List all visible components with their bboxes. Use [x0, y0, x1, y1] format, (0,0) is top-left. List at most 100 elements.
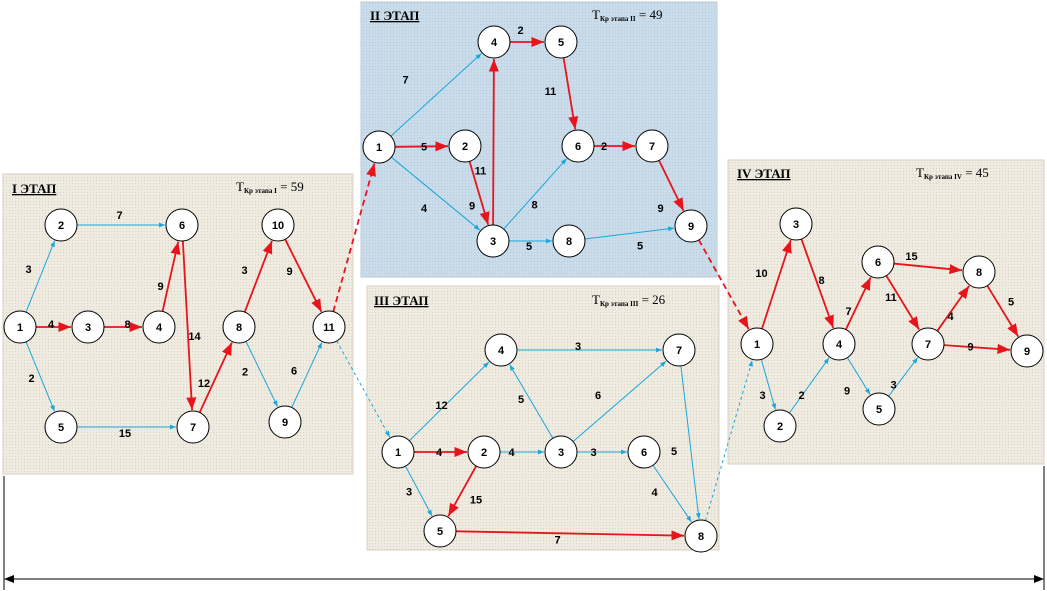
s3-node-label-2: 2 [481, 447, 487, 459]
s1-node-11 [312, 310, 346, 344]
s4-node-4 [822, 327, 856, 361]
s4-node-6 [861, 245, 895, 279]
s4-edge-weight-4-5: 9 [844, 386, 850, 398]
s3-edge-weight-1-5: 3 [406, 487, 412, 499]
s4-edge-weight-2-4: 2 [798, 390, 804, 402]
s3-edge-weight-1-2: 4 [436, 447, 443, 459]
s1-node-label-10: 10 [272, 220, 284, 232]
s3-node-2 [467, 435, 501, 469]
s4-node-label-9: 9 [1024, 346, 1030, 358]
s4-node-label-1: 1 [754, 339, 760, 351]
s4-node-label-4: 4 [836, 339, 843, 351]
s3-edge-2-5 [447, 465, 478, 517]
s4-node-label-6: 6 [875, 257, 881, 269]
s1-edge-weight-6-7: 14 [188, 331, 201, 343]
s2-node-4 [477, 25, 511, 59]
s2-edge-8-9 [584, 226, 675, 240]
s3-node-6 [627, 435, 661, 469]
s4-edge-weight-8-9: 5 [1008, 297, 1014, 309]
s4-edge-weight-5-7: 3 [890, 380, 896, 392]
s4-node-8 [962, 255, 996, 289]
s3-edge-3-4 [509, 364, 554, 439]
s4-edge-5-7 [888, 357, 919, 397]
s2-node-label-4: 4 [491, 37, 498, 49]
s2-node-label-1: 1 [376, 142, 382, 154]
s2-node-8 [552, 224, 586, 258]
stage-link-s3-8-to-s4-1 [704, 360, 753, 521]
s4-edge-2-4 [788, 357, 830, 414]
s3-node-label-7: 7 [676, 345, 682, 357]
s1-node-label-2: 2 [58, 220, 64, 232]
s3-edge-5-8 [455, 530, 685, 541]
s2-edge-weight-2-3: 9 [469, 201, 475, 213]
s2-edge-weight-3-6: 8 [531, 200, 537, 212]
stage-title-s4: IV ЭТАП [737, 166, 790, 181]
s3-node-4 [484, 333, 518, 367]
s1-edge-weight-1-5: 2 [28, 373, 34, 385]
s2-edge-weight-5-6: 11 [545, 86, 557, 98]
s1-edge-weight-5-7: 15 [119, 428, 131, 440]
s3-edge-weight-2-5: 15 [470, 495, 482, 507]
s3-node-8 [684, 519, 718, 553]
s4-edge-4-6 [845, 276, 872, 330]
s2-edge-1-4 [390, 53, 482, 137]
s4-edge-7-9 [943, 343, 1011, 354]
s3-edge-7-8 [680, 365, 701, 520]
s1-node-label-11: 11 [323, 322, 335, 334]
stage-link-s2-9-to-s4-1 [698, 239, 750, 330]
s2-edge-1-3 [391, 156, 481, 231]
s2-edge-weight-1-2: 5 [421, 142, 427, 154]
s4-edge-7-8 [936, 285, 970, 332]
s1-edge-8-10 [243, 240, 273, 313]
s3-node-label-1: 1 [395, 447, 401, 459]
s1-node-label-7: 7 [190, 422, 196, 434]
s4-edge-1-2 [760, 359, 777, 410]
s1-edge-8-9 [245, 341, 279, 407]
stage-title-s2: II ЭТАП [370, 8, 419, 23]
s1-node-1 [3, 310, 37, 344]
s3-edge-1-5 [405, 465, 433, 517]
s4-edge-weight-7-9: 9 [967, 342, 973, 354]
s2-edge-7-9 [658, 159, 685, 212]
s2-node-2 [448, 129, 482, 163]
s3-edge-weight-7-8: 5 [671, 446, 677, 458]
s3-node-1 [381, 435, 415, 469]
s3-node-label-8: 8 [698, 531, 704, 543]
s4-node-3 [779, 207, 813, 241]
timeline-arrow-right-head [1034, 575, 1044, 583]
stage-panel-s3 [366, 285, 720, 551]
s1-node-label-6: 6 [179, 220, 185, 232]
s1-node-2 [44, 208, 78, 242]
s1-node-3 [71, 310, 105, 344]
stage-title-s3: III ЭТАП [374, 293, 428, 308]
s4-edge-8-9 [986, 285, 1019, 337]
s1-edge-10-11 [284, 238, 323, 313]
s4-node-5 [862, 392, 896, 426]
s1-edge-weight-8-10: 3 [241, 265, 247, 277]
s3-node-label-6: 6 [641, 447, 647, 459]
stage-link-s1-11-to-s3-1 [336, 340, 391, 438]
s1-edge-weight-9-11: 6 [291, 366, 297, 378]
stage-link-s1-11-to-s2-1 [332, 163, 376, 312]
s4-edge-weight-7-8: 4 [947, 311, 954, 323]
s1-edge-weight-10-11: 9 [286, 266, 292, 278]
s1-edge-9-11 [291, 342, 323, 408]
s4-node-label-7: 7 [925, 339, 931, 351]
s1-node-label-3: 3 [85, 322, 91, 334]
s1-node-6 [165, 208, 199, 242]
s1-edge-weight-8-9: 2 [242, 367, 248, 379]
s2-node-6 [561, 129, 595, 163]
s1-edge-weight-3-4: 8 [124, 319, 130, 331]
s1-edge-1-5 [25, 341, 56, 412]
s2-node-label-2: 2 [462, 141, 468, 153]
s1-node-label-8: 8 [236, 322, 242, 334]
s2-edge-3-6 [503, 158, 568, 230]
s4-edge-weight-3-4: 8 [818, 275, 824, 287]
s2-edge-1-2 [394, 141, 449, 152]
s1-edge-weight-1-3: 4 [48, 319, 55, 331]
s3-node-7 [662, 333, 696, 367]
